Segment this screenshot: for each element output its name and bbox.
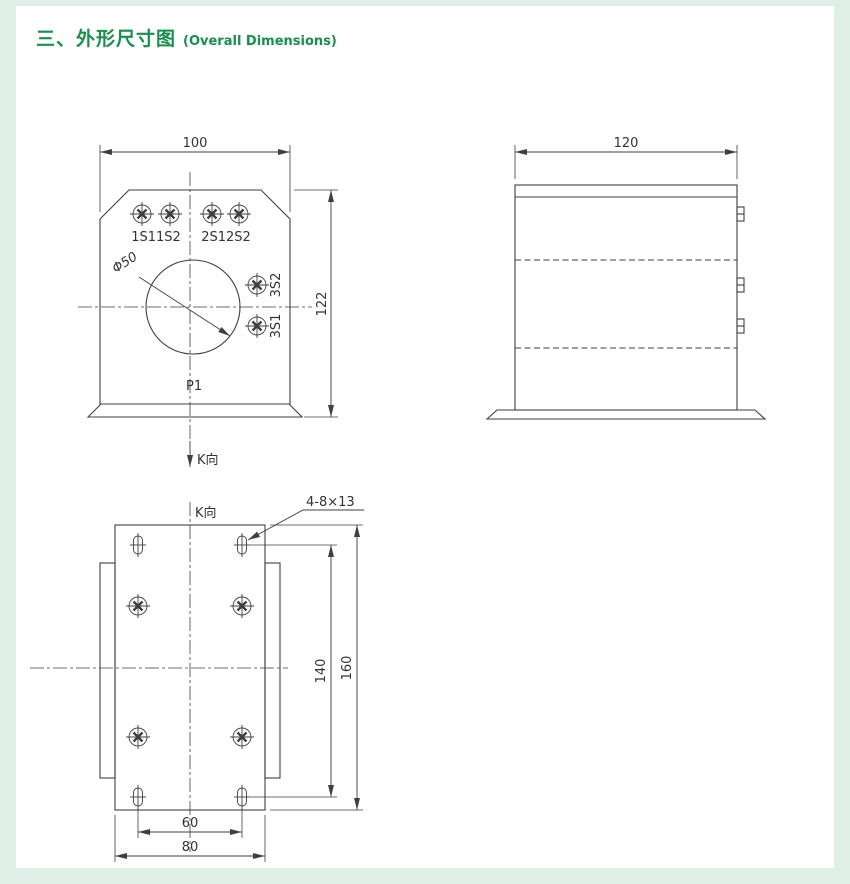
slot-hole-icon [129, 784, 147, 810]
slot-spec-label: 4-8×13 [306, 495, 355, 510]
screw-icon [228, 592, 256, 620]
dim-front-width-value: 100 [183, 136, 208, 151]
bottom-right-flange [264, 562, 281, 779]
leader-line [247, 509, 364, 541]
side-terminal-tab [736, 318, 745, 334]
dim-length-value: 160 [340, 656, 355, 681]
page-title: 三、外形尺寸图 [36, 28, 177, 50]
page-header: 三、外形尺寸图 (Overall Dimensions) [36, 24, 337, 51]
dim-front-width: 100 [99, 136, 291, 212]
front-base-flange [86, 403, 304, 418]
front-top-screws [128, 200, 253, 228]
dim-hole-span: 140 [250, 544, 337, 798]
dim-length: 160 [270, 524, 363, 811]
hole-diameter-callout: Φ50 [110, 249, 231, 337]
bottom-view: K向 4-8×13 140 160 60 [30, 495, 364, 862]
dim-front-height: 122 [294, 189, 338, 418]
terminal-3s2-label: 3S2 [269, 273, 284, 298]
screw-icon [243, 312, 271, 340]
dim-hole-span-value: 140 [314, 659, 329, 684]
screw-icon [243, 271, 271, 299]
side-base-flange [485, 409, 767, 420]
screw-icon [156, 200, 184, 228]
p1-label: P1 [186, 379, 202, 394]
dim-side-width-value: 120 [614, 136, 639, 151]
screw-icon [198, 200, 226, 228]
front-side-screws [243, 271, 271, 340]
front-center-hole [145, 259, 241, 355]
bottom-view-label: K向 [195, 505, 217, 521]
side-body-outline [514, 184, 738, 411]
side-view: 120 [485, 136, 767, 420]
view-arrow-label: K向 [197, 452, 219, 468]
screw-icon [225, 200, 253, 228]
front-body-outline [99, 189, 291, 405]
dim-bottom-width-value: 80 [182, 840, 199, 855]
bottom-left-flange [99, 562, 116, 779]
dim-hole-pitch-value: 60 [182, 816, 199, 831]
dim-hole-pitch: 60 [137, 808, 243, 838]
hole-diameter-label: Φ50 [110, 249, 141, 276]
dim-side-width: 120 [514, 136, 738, 179]
front-view: 100 122 1S11S2 2S12S2 Φ50 3S2 3S1 P1 K向 [78, 136, 338, 468]
front-view-direction-arrow: K向 [187, 441, 219, 468]
terminal-3s1-label: 3S1 [269, 314, 284, 339]
terminal-labels-right: 2S12S2 [201, 230, 251, 245]
dim-front-height-value: 122 [315, 292, 330, 317]
screw-icon [124, 592, 152, 620]
screw-icon [124, 723, 152, 751]
slot-spec-callout: 4-8×13 [247, 495, 364, 541]
leader-line [138, 276, 231, 337]
terminal-labels-left: 1S11S2 [131, 230, 181, 245]
slot-hole-icon [129, 532, 147, 558]
screw-icon [128, 200, 156, 228]
page-subtitle: (Overall Dimensions) [183, 34, 337, 49]
slot-hole-icon [233, 784, 251, 810]
slot-hole-icon [233, 532, 251, 558]
side-terminal-tab [736, 206, 745, 222]
dim-bottom-width: 80 [114, 815, 266, 862]
side-terminal-tab [736, 277, 745, 293]
screw-icon [228, 723, 256, 751]
